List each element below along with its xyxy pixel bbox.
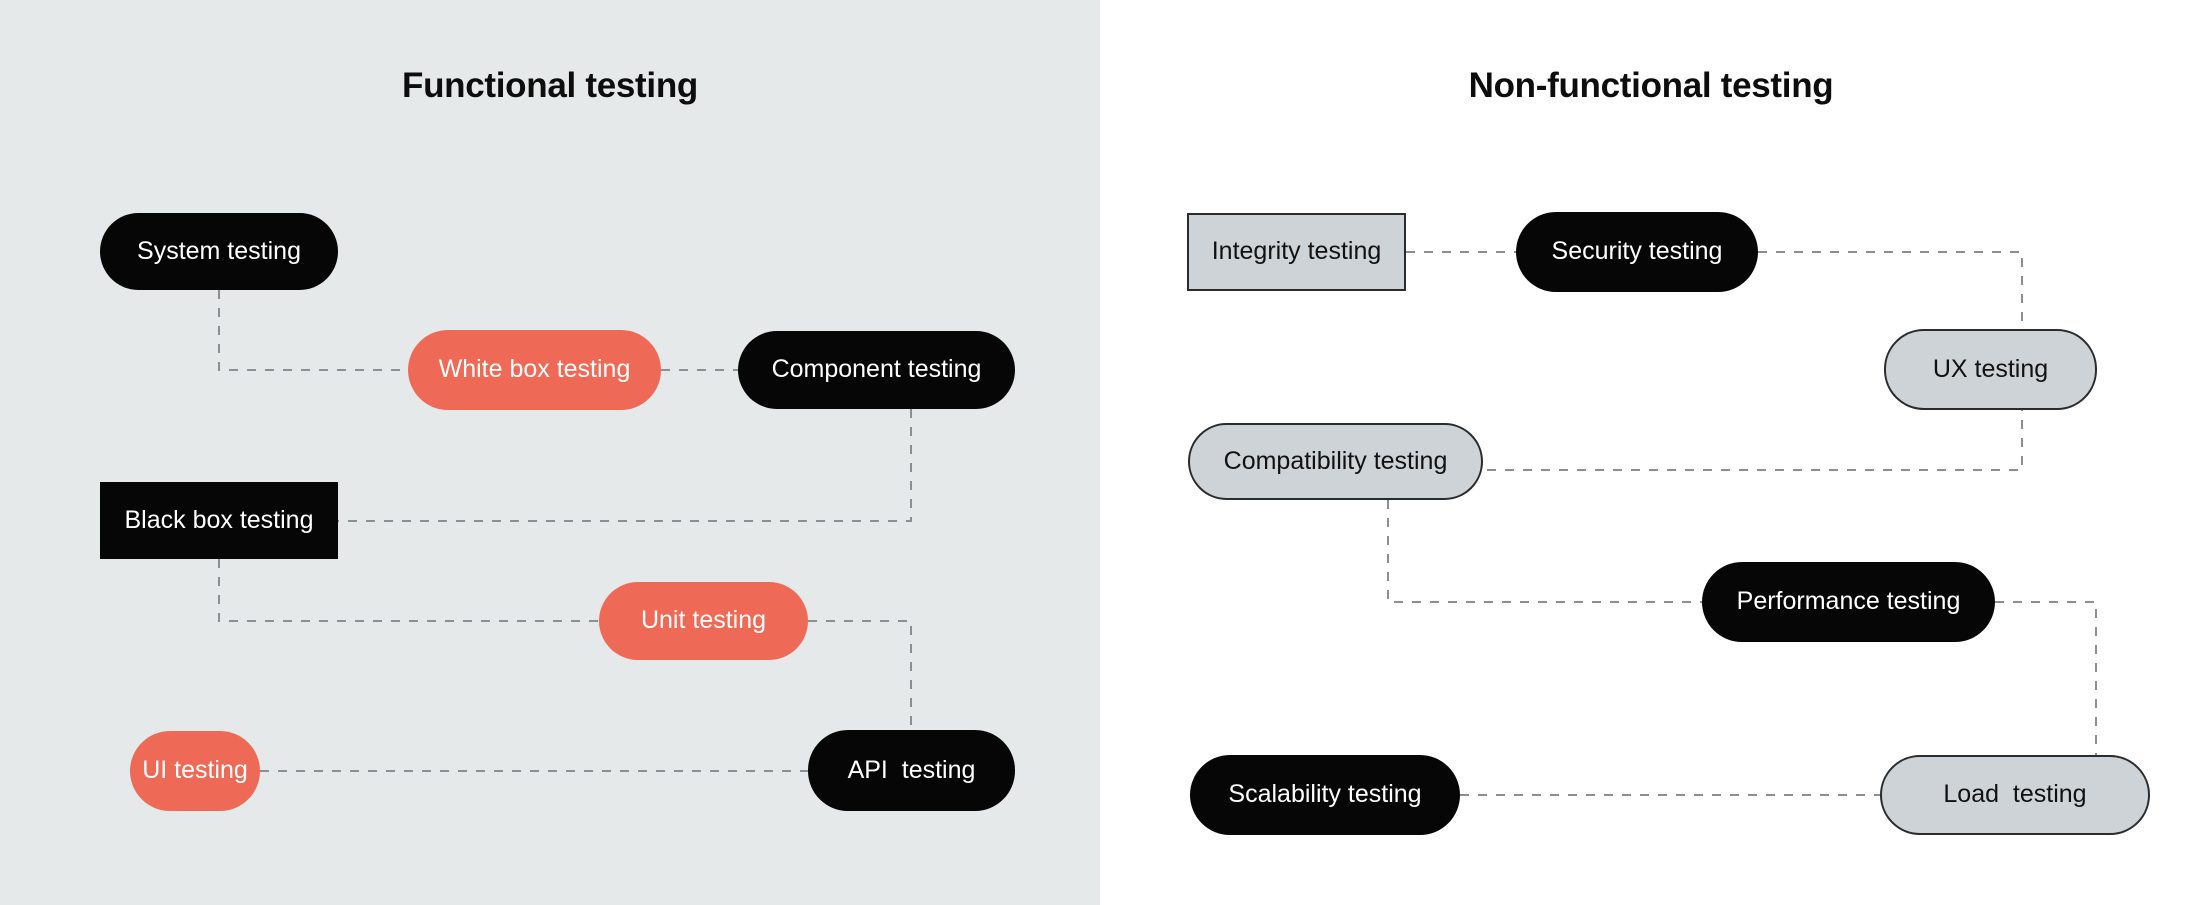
node-component-testing[interactable]: Component testing: [738, 331, 1015, 409]
node-black-box-testing[interactable]: Black box testing: [100, 482, 338, 559]
node-unit-testing[interactable]: Unit testing: [599, 582, 808, 660]
node-integrity-testing[interactable]: Integrity testing: [1187, 213, 1406, 291]
functional-panel-title: Functional testing: [402, 66, 698, 105]
node-performance-testing[interactable]: Performance testing: [1702, 562, 1995, 642]
node-scalability-testing[interactable]: Scalability testing: [1190, 755, 1460, 835]
node-security-testing[interactable]: Security testing: [1516, 212, 1758, 292]
node-white-box-testing[interactable]: White box testing: [408, 330, 661, 410]
node-api-testing[interactable]: API testing: [808, 730, 1015, 811]
non-functional-panel-title: Non-functional testing: [1468, 66, 1834, 105]
node-compatibility-testing[interactable]: Compatibility testing: [1188, 423, 1483, 500]
node-load-testing[interactable]: Load testing: [1880, 755, 2150, 835]
node-ux-testing[interactable]: UX testing: [1884, 329, 2097, 410]
node-ui-testing[interactable]: UI testing: [130, 731, 260, 811]
node-system-testing[interactable]: System testing: [100, 213, 338, 290]
